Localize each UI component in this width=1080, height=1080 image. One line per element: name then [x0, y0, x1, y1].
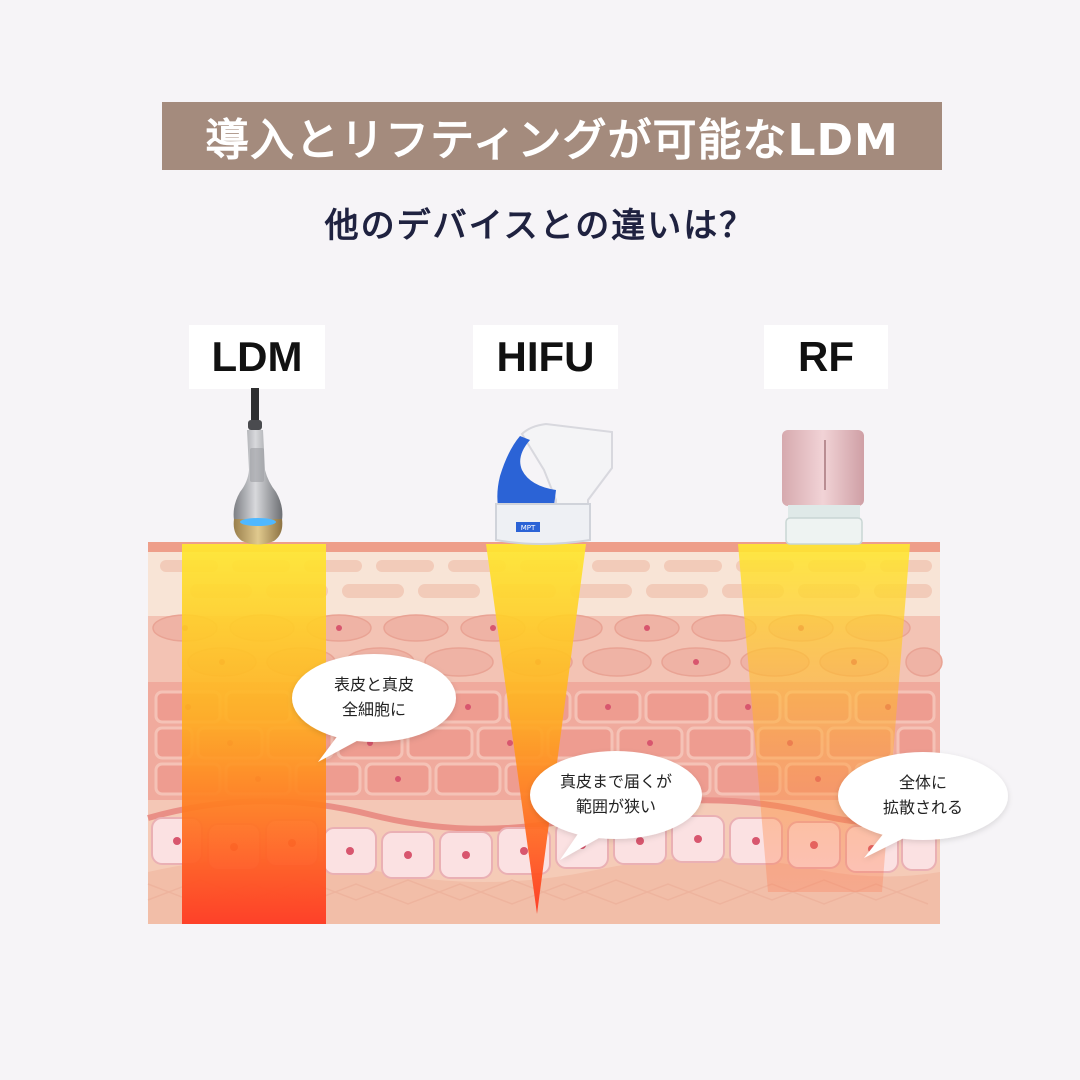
title-band: 導入とリフティングが可能なLDM	[162, 102, 942, 170]
bubble-shapes	[292, 654, 1008, 860]
hifu-cartridge-label: MPT	[521, 524, 536, 532]
ldm-energy-beam	[182, 544, 326, 924]
bubble-ldm-line1: 表皮と真皮	[333, 675, 414, 695]
device-label-ldm: LDM	[189, 325, 325, 389]
bubble-ldm: 表皮と真皮 全細胞に	[292, 654, 456, 742]
bubble-rf: 全体に 拡散される	[838, 752, 1008, 840]
page-subtitle: 他のデバイスとの違いは？	[324, 206, 756, 246]
hifu-energy-beam	[486, 544, 586, 914]
device-label-hifu: HIFU	[473, 325, 618, 389]
bubble-hifu-line2: 範囲が狭い	[575, 797, 656, 816]
device-label-rf: RF	[764, 325, 888, 389]
bubble-rf-line1: 全体に	[898, 773, 947, 793]
ldm-handpiece-icon	[233, 388, 283, 545]
bubble-hifu-line1: 真皮まで届くが	[559, 772, 672, 792]
bubble-ldm-line2: 全細胞に	[341, 700, 406, 719]
rf-handpiece-icon	[782, 430, 864, 545]
bubble-hifu: 真皮まで届くが 範囲が狭い	[530, 751, 702, 839]
bubble-rf-line2: 拡散される	[882, 798, 963, 817]
page-title: 導入とリフティングが可能なLDM	[205, 115, 899, 166]
hifu-handpiece-icon: MPT	[495, 422, 613, 545]
